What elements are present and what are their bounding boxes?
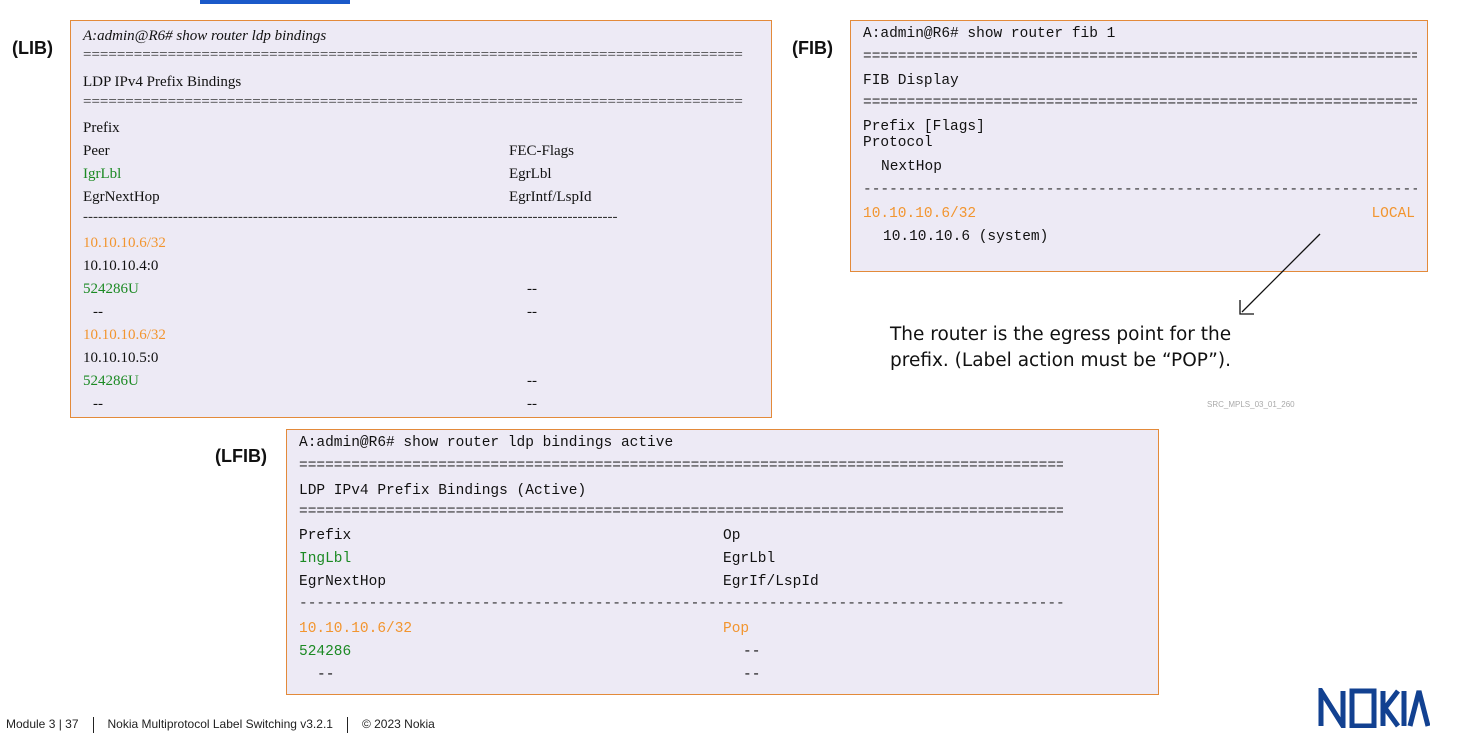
- footer-copyright: © 2023 Nokia: [361, 717, 435, 732]
- footer-divider: [346, 717, 348, 733]
- footer: Module 3 | 37 Nokia Multiprotocol Label S…: [6, 717, 435, 733]
- fib-separator: ========================================…: [863, 97, 1417, 109]
- lib-separator: ========================================…: [83, 49, 743, 61]
- fib-panel: A:admin@R6# show router fib 1 ==========…: [850, 20, 1428, 272]
- lib-hdr-egrnexthop: EgrNextHop: [83, 189, 160, 205]
- lib-row-nexthop: --: [93, 396, 103, 412]
- fib-protocol: LOCAL: [1371, 206, 1415, 222]
- fib-title: FIB Display: [863, 73, 959, 89]
- lfib-hdr-egrlbl: EgrLbl: [723, 551, 776, 567]
- lib-row-egrintf: --: [527, 304, 537, 320]
- fib-dash-separator: ----------------------------------------…: [863, 184, 1417, 196]
- lfib-inglbl: 524286: [299, 644, 352, 660]
- lfib-dash-separator: ----------------------------------------…: [299, 598, 1063, 610]
- lfib-op: Pop: [723, 621, 750, 637]
- lib-row-nexthop: --: [93, 304, 103, 320]
- lib-hdr-prefix: Prefix: [83, 120, 120, 136]
- lib-command: A:admin@R6# show router ldp bindings: [83, 28, 327, 44]
- lib-row-peer: 10.10.10.4:0: [83, 258, 159, 274]
- lib-separator: ========================================…: [83, 96, 743, 108]
- lib-row-prefix: 10.10.10.6/32: [83, 327, 166, 343]
- note-line-1: The router is the egress point for the: [890, 324, 1232, 345]
- fib-nexthop: 10.10.10.6 (system): [883, 229, 1049, 245]
- lib-tag: (LIB): [12, 38, 53, 58]
- lfib-separator: ========================================…: [299, 506, 1063, 518]
- lfib-title: LDP IPv4 Prefix Bindings (Active): [299, 483, 587, 499]
- title-accent-bar: [200, 0, 350, 4]
- lfib-tag: (LFIB): [215, 446, 267, 466]
- fib-separator: ========================================…: [863, 51, 1417, 63]
- lib-row-egrlbl: --: [527, 281, 537, 297]
- lib-hdr-egrlbl: EgrLbl: [509, 166, 552, 182]
- fib-hdr-protocol: Protocol: [863, 135, 933, 151]
- lib-hdr-igrlbl: IgrLbl: [83, 166, 122, 182]
- lfib-command: A:admin@R6# show router ldp bindings act…: [299, 435, 674, 451]
- footer-divider: [92, 717, 94, 733]
- lfib-separator: ========================================…: [299, 460, 1063, 472]
- lfib-hdr-egrnexthop: EgrNextHop: [299, 574, 387, 590]
- lfib-egrif: --: [743, 667, 761, 683]
- footer-course: Nokia Multiprotocol Label Switching v3.2…: [107, 717, 333, 732]
- lfib-hdr-egrif: EgrIf/LspId: [723, 574, 819, 590]
- explanation-note: The router is the egress point for the p…: [890, 322, 1310, 374]
- lfib-nexthop: --: [317, 667, 335, 683]
- note-line-2: prefix. (Label action must be “POP”).: [890, 350, 1231, 371]
- slide-code: SRC_MPLS_03_01_260: [1207, 400, 1295, 409]
- footer-module: Module 3 | 37: [6, 717, 79, 732]
- lib-dash-separator: ----------------------------------------…: [83, 211, 618, 223]
- lib-row-peer: 10.10.10.5:0: [83, 350, 159, 366]
- lfib-egrlbl: --: [743, 644, 761, 660]
- fib-command: A:admin@R6# show router fib 1: [863, 26, 1116, 42]
- lib-hdr-egrintf: EgrIntf/LspId: [509, 189, 592, 205]
- lfib-prefix: 10.10.10.6/32: [299, 621, 413, 637]
- lib-row-egrlbl: --: [527, 373, 537, 389]
- lib-row-igrlbl: 524286U: [83, 373, 139, 389]
- nokia-logo: [1318, 688, 1430, 728]
- fib-tag: (FIB): [792, 38, 833, 58]
- arrow-icon: [1239, 233, 1321, 315]
- lfib-panel: A:admin@R6# show router ldp bindings act…: [286, 429, 1159, 695]
- lib-row-igrlbl: 524286U: [83, 281, 139, 297]
- fib-hdr-prefix: Prefix [Flags]: [863, 119, 985, 135]
- lib-hdr-fecflags: FEC-Flags: [509, 143, 575, 159]
- lib-row-egrintf: --: [527, 396, 537, 412]
- fib-prefix: 10.10.10.6/32: [863, 206, 977, 222]
- lfib-hdr-prefix: Prefix: [299, 528, 352, 544]
- lib-title: LDP IPv4 Prefix Bindings: [83, 74, 242, 90]
- lfib-hdr-op: Op: [723, 528, 741, 544]
- fib-hdr-nexthop: NextHop: [881, 159, 942, 175]
- lfib-hdr-inglbl: IngLbl: [299, 551, 352, 567]
- lib-panel: A:admin@R6# show router ldp bindings ===…: [70, 20, 772, 418]
- lib-row-prefix: 10.10.10.6/32: [83, 235, 166, 251]
- lib-hdr-peer: Peer: [83, 143, 110, 159]
